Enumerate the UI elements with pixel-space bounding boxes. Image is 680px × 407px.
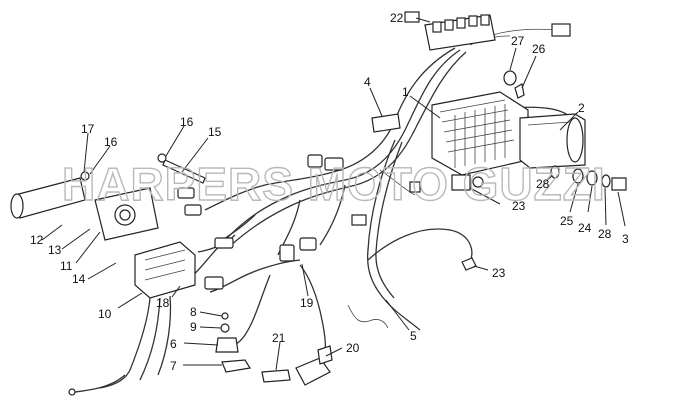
callout-2: 2	[578, 101, 585, 115]
callout-21: 21	[272, 331, 286, 345]
callout-23-mid: 23	[512, 199, 526, 213]
tube-part	[10, 177, 86, 219]
callout-7: 7	[170, 359, 177, 373]
callout-15: 15	[208, 125, 222, 139]
callout-28-left: 28	[536, 177, 550, 191]
callout-5: 5	[410, 329, 417, 343]
fuse-box	[404, 11, 571, 51]
sensor-assembly	[215, 312, 251, 373]
callout-9: 9	[190, 320, 197, 334]
callout-12: 12	[30, 233, 44, 247]
regulator-unit	[431, 91, 529, 191]
callout-11: 11	[60, 259, 73, 273]
callout-3: 3	[622, 232, 629, 246]
callout-25: 25	[560, 214, 574, 228]
callout-labels: 1 2 3 4 5 6 7 8 9 10 11 12 13 14 15 16 1…	[30, 11, 629, 373]
mounting-bracket	[519, 113, 586, 169]
watermark-text: HARPERS MOTO GUZZI	[62, 158, 606, 210]
callout-1: 1	[402, 85, 409, 99]
callout-13: 13	[48, 243, 62, 257]
hardware-stack	[503, 70, 627, 191]
mounting-plate	[94, 187, 159, 241]
callout-4: 4	[364, 75, 371, 89]
callout-20: 20	[346, 341, 360, 355]
callout-28-right: 28	[598, 227, 612, 241]
callout-27: 27	[511, 34, 525, 48]
ignition-coil	[68, 241, 196, 396]
callout-16-left: 16	[104, 135, 118, 149]
callout-19: 19	[300, 296, 314, 310]
long-bolt	[80, 153, 206, 184]
callout-18: 18	[156, 296, 170, 310]
harness-connectors	[177, 154, 484, 290]
callout-6: 6	[170, 337, 177, 351]
callout-17: 17	[81, 122, 95, 136]
callout-8: 8	[190, 305, 197, 319]
callout-10: 10	[98, 307, 112, 321]
callout-23-lower: 23	[492, 266, 506, 280]
callout-16-top: 16	[180, 115, 194, 129]
relay-component	[371, 113, 401, 133]
callout-14: 14	[72, 272, 86, 286]
callout-24: 24	[578, 221, 592, 235]
callout-26: 26	[532, 42, 546, 56]
spark-plug-caps	[261, 345, 333, 386]
callout-22: 22	[390, 11, 404, 25]
leader-lines	[41, 17, 626, 371]
